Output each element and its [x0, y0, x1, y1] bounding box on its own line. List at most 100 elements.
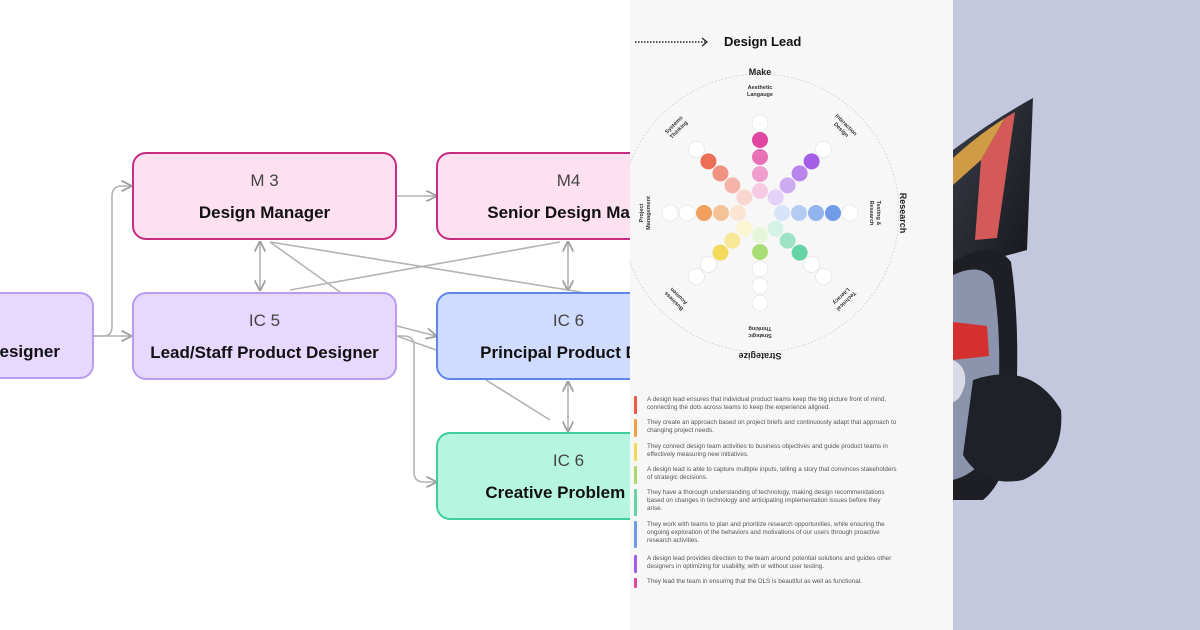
description-color-bar [634, 396, 637, 414]
node-principal-product-designer: IC 6 Principal Product Des [436, 292, 630, 380]
node-title: Creative Problem So [485, 483, 630, 502]
competency-dot [752, 227, 768, 243]
node-title: Principal Product Des [480, 343, 630, 362]
node-creative-problem-solver: IC 6 Creative Problem So [436, 432, 630, 520]
competency-dot [751, 277, 769, 295]
competency-dot [736, 189, 753, 206]
competency-dot [724, 177, 741, 194]
axis-label-business: BusinessAcumen [664, 285, 690, 311]
node-design-manager: M 3 Design Manager [132, 152, 397, 240]
connector-lines [94, 0, 630, 630]
axis-label-project: ProjectManagement [639, 196, 652, 230]
node-level: IC 6 [552, 451, 585, 470]
mascot-illustration [953, 98, 1062, 500]
competency-dot [752, 244, 768, 260]
competency-dot [700, 153, 717, 170]
competency-dot [724, 232, 741, 249]
description-text: They create an approach based on project… [647, 419, 897, 435]
connector-ic5-ic6-b [396, 335, 437, 351]
mascot-ear [963, 374, 1062, 482]
axis-label-technical: TechnicalLiteracy [829, 285, 856, 312]
competency-dot [712, 165, 729, 182]
description-text: They have a thorough understanding of te… [647, 489, 885, 513]
connector-cross-1 [269, 241, 630, 301]
design-lead-title: Design Lead [724, 34, 802, 49]
description-text: They work with teams to plan and priorit… [647, 521, 885, 545]
competency-dots [661, 114, 859, 312]
competency-dot [688, 268, 705, 285]
quadrant-strategize: Strategize [738, 351, 781, 360]
description-text: They lead the team in ensuring that the … [647, 578, 862, 585]
node-level: IC 6 [552, 311, 585, 330]
description-text: A design lead is able to capture multipl… [647, 466, 897, 482]
competency-dot [736, 220, 753, 237]
node-designer-title: esigner [0, 342, 60, 361]
competency-dot [767, 220, 784, 237]
competency-dot [752, 166, 768, 182]
node-title: Senior Design Mana [487, 203, 630, 222]
connector-designer-m3 [94, 186, 131, 337]
connector-ic6-diag [485, 379, 551, 421]
description-color-bar [634, 521, 637, 548]
node-level: M 3 [250, 171, 279, 190]
competency-dot [688, 141, 705, 158]
connector-cross-2 [269, 241, 341, 293]
description-color-bar [634, 489, 637, 516]
node-level: IC 5 [248, 311, 281, 330]
competency-dot [713, 205, 729, 221]
connector-cross-3 [289, 241, 561, 291]
competency-dot [752, 149, 768, 165]
description-text: A design lead ensures that individual pr… [647, 396, 887, 412]
competency-dot [803, 153, 820, 170]
connector-ic5-ic6b [397, 335, 436, 482]
competency-dot [661, 204, 679, 222]
competency-dot [751, 294, 769, 312]
quadrant-make: Make [749, 67, 772, 77]
connector-ic5-ic6-a [396, 325, 436, 336]
node-lead-staff-product-designer: IC 5 Lead/Staff Product Designer [132, 292, 397, 380]
mascot-eye [953, 360, 966, 402]
competency-dot [696, 205, 712, 221]
description-text: A design lead provides direction to the … [647, 555, 892, 571]
dotted-arrow [635, 37, 709, 47]
mascot-red-stripe [953, 322, 989, 360]
decorative-illustration [953, 0, 1200, 630]
description-text: They connect design team activities to b… [647, 443, 888, 459]
competency-dot [678, 204, 696, 222]
axis-label-strategic: StrategicThinking [748, 325, 772, 338]
competency-dot [751, 114, 769, 132]
competency-dot [712, 244, 729, 261]
design-lead-panel: Design Lead Make Research Strategize Aes… [630, 0, 953, 630]
competency-dot [791, 165, 808, 182]
axis-label-systems: SystemsThinking [664, 115, 689, 140]
node-senior-design-manager: M4 Senior Design Mana [436, 152, 630, 240]
quadrant-research: Research [898, 193, 908, 234]
node-level: M4 [556, 171, 581, 190]
competency-dot [774, 205, 790, 221]
competency-dot [751, 260, 769, 278]
career-ladder-diagram: esigner M 3 Design Manager M4 Senior Des… [0, 0, 630, 630]
competency-dot [730, 205, 746, 221]
competency-dot [815, 268, 832, 285]
competency-dot [752, 132, 768, 148]
competency-dot [791, 244, 808, 261]
mascot-hat-red-band [975, 112, 1015, 240]
node-title: Design Manager [198, 203, 331, 222]
description-color-bar [634, 555, 637, 573]
competency-dot [779, 177, 796, 194]
competency-dot [808, 205, 824, 221]
description-color-bar [634, 578, 637, 588]
competency-dot [752, 183, 768, 199]
wheel-outline [630, 73, 900, 353]
node-title: Lead/Staff Product Designer [150, 343, 379, 362]
node-designer: esigner [0, 292, 94, 379]
competency-dot [791, 205, 807, 221]
competency-dot [825, 205, 841, 221]
competency-dot [767, 189, 784, 206]
axis-label-interaction: InteractionDesign [829, 113, 859, 143]
axis-label-testing: Testing &Research [868, 201, 881, 226]
competency-dot [815, 141, 832, 158]
competency-dot [700, 256, 717, 273]
